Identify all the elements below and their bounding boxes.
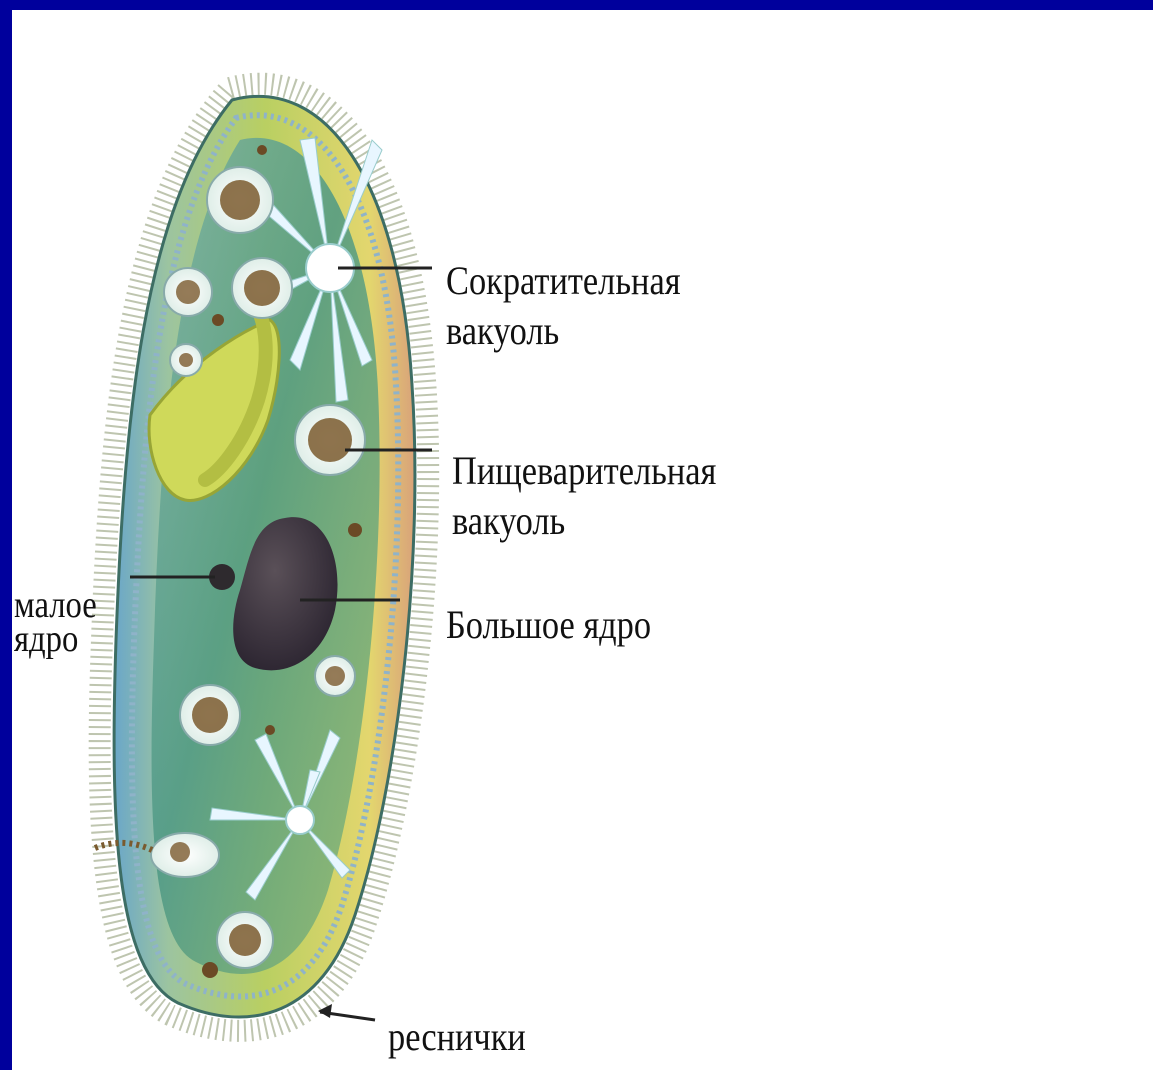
label-line: Сократительная [446, 256, 681, 306]
label-line: Пищеварительная [452, 446, 716, 496]
label-micronucleus: малое ядро [14, 588, 97, 656]
label-line: реснички [388, 1012, 526, 1062]
label-cilia: реснички [388, 1012, 526, 1062]
label-line: ядро [14, 622, 97, 656]
label-macronucleus: Большое ядро [446, 600, 651, 650]
label-line: вакуоль [452, 496, 716, 546]
label-line: вакуоль [446, 306, 681, 356]
label-line: Большое ядро [446, 600, 651, 650]
label-contractile-vacuole: Сократительная вакуоль [446, 256, 681, 356]
label-digestive-vacuole: Пищеварительная вакуоль [452, 446, 716, 546]
label-line: малое [14, 588, 97, 622]
leader-cilia-arrow [318, 1004, 332, 1018]
